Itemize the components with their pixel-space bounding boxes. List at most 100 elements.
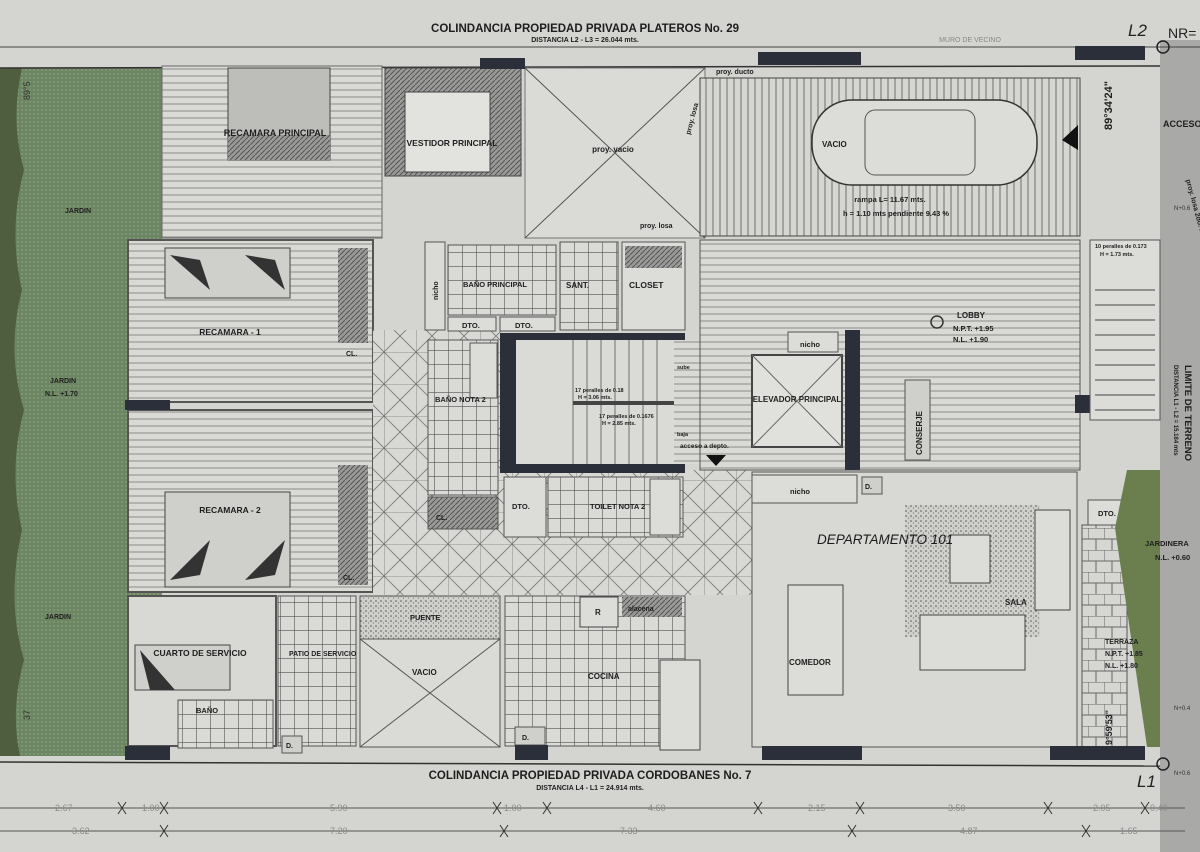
label-nicho-2: nicho [800,340,820,349]
label-bano-principal: BAÑO PRINCIPAL [463,280,527,289]
dimension-row-1: 2.67 1.00 5.90 1.00 4.60 2.15 3.50 2.05 … [55,803,1168,813]
dim-1-6: 2.15 [808,803,826,813]
label-patio-servicio: PATIO DE SERVICIO [289,651,357,658]
header-distance: DISTANCIA L2 - L3 = 26.044 mts. [531,37,639,44]
dim-2-3: 7.33 [620,826,638,836]
label-toilet-nota: TOILET NOTA 2 [590,502,645,511]
angle-left-top: 89°5 [22,81,32,100]
level-marker-icon [930,315,944,329]
label-vacio-2: VACIO [412,668,437,677]
garden-label-middle: JARDIN [50,378,76,385]
label-cl-3: CL. [436,515,447,522]
room-patio-servicio [277,595,357,747]
puente [359,595,501,640]
label-proy-vacio: proy. vacio [592,145,634,154]
garden-level: N.L. +1.70 [45,391,78,398]
label-proy-ducto: proy. ducto [716,69,754,76]
label-baja: baja [677,432,689,438]
access-label: ACCESO VEHICULAR [1163,119,1200,129]
car [811,99,1038,186]
label-lobby: LOBBY [957,311,986,320]
dimension-row-2: 3.62 7.20 7.33 4.87 1.65 [72,826,1138,836]
label-recamara-2: RECAMARA - 2 [199,505,261,515]
corner-label-l1: L1 [1137,772,1156,791]
structural-wall [845,330,860,470]
limit-label: LIMITE DE TERRENO [1182,365,1193,461]
entry-arrow-icon [706,455,726,466]
terraza [1081,524,1128,748]
corner-label-l2: L2 [1128,21,1147,40]
label-refri: R [595,608,601,617]
label-cl-1: CL. [346,351,357,358]
dim-2-2: 7.20 [330,826,348,836]
terraza-nl: N.L. +1.80 [1105,663,1138,670]
label-cuarto-servicio: CUARTO DE SERVICIO [153,648,247,658]
angle-left-bottom: 37 [22,710,32,720]
shrubbery [0,68,24,756]
label-sant: SANT. [566,281,589,290]
dim-2-5: 1.65 [1120,826,1138,836]
garden-label-bottom: JARDIN [45,614,71,621]
label-elevador: ELEVADOR PRINCIPAL [753,395,842,404]
label-jardinera: JARDINERA [1145,539,1189,548]
label-terraza: TERRAZA [1105,639,1138,646]
label-comedor: COMEDOR [789,658,831,667]
dim-1-8: 2.05 [1093,803,1111,813]
room-bano-principal [447,244,557,316]
footer-distance: DISTANCIA L4 - L1 = 24.914 mts. [536,785,644,792]
label-nicho-3: nicho [790,487,810,496]
label-sube: sube [677,365,690,371]
label-recamara-principal: RECAMARA PRINCIPAL [224,128,327,138]
dim-1-9: 0.40 [1150,803,1168,813]
dim-1-7: 3.50 [948,803,966,813]
dim-1-3: 5.90 [330,803,348,813]
survey-point-l1-icon [1156,757,1170,771]
label-closet: CLOSET [629,280,664,290]
label-nicho-1: nicho [433,281,440,300]
angle-top-right: 89°34'24" [1103,81,1115,130]
nicho-1 [424,241,446,331]
level-n2: N+0.4 [1174,706,1191,712]
lobby-npt: N.P.T. +1.95 [953,324,994,333]
stairs-down-note: 17 peralles de 0.1676 [599,414,654,420]
jardinera [1115,470,1160,747]
dim-1-4: 1.00 [504,803,522,813]
label-departamento: DEPARTAMENTO 101 [817,532,953,547]
stairs-up-height: H = 3.06 mts. [578,395,612,401]
room-bano-servicio [177,699,274,749]
label-dto-1: DTO. [462,321,480,330]
label-conserje: CONSERJE [915,410,924,455]
label-acceso: acceso a depto. [680,443,729,450]
garden-label-top: JARDIN [65,208,91,215]
label-proy-losa-1: proy. losa [640,223,673,230]
level-n1: N+0.6 [1174,206,1191,212]
terraza-npt: N.P.T. +1.85 [1105,651,1143,658]
wall-note: MURO DE VECINO [939,37,1001,44]
label-d-3: D. [865,484,872,491]
dining-table [787,584,844,696]
dim-2-4: 4.87 [960,826,978,836]
label-cocina: COCINA [588,672,620,681]
angle-bottom-right: 9°59'53" [1104,710,1114,745]
right-margin-strip [1160,40,1200,852]
footer-title: COLINDANCIA PROPIEDAD PRIVADA CORDOBANES… [429,770,752,782]
label-vestidor: VESTIDOR PRINCIPAL [407,138,498,148]
steps-note: 10 peralles de 0.173 [1095,244,1147,250]
dim-2-1: 3.62 [72,826,90,836]
label-bano-servicio: BAÑO [196,706,218,715]
boundary-walls [125,46,1145,760]
label-d-2: D. [522,735,529,742]
label-puente: PUENTE [410,613,440,622]
label-cl-2: CL. [343,575,354,582]
steps-height: H = 1.73 mts. [1100,252,1134,258]
label-d-1: D. [286,743,293,750]
stairs-up-note: 17 peralles de 0.18 [575,388,624,394]
arrow-icon [1062,125,1078,150]
dim-1-2: 1.00 [142,803,160,813]
room-sant [559,241,619,331]
label-alacena: alacena [628,606,654,613]
level-label-nr: NR= [1168,25,1196,41]
label-dto-3: DTO. [512,502,530,511]
dimension-ticks [117,801,1150,838]
